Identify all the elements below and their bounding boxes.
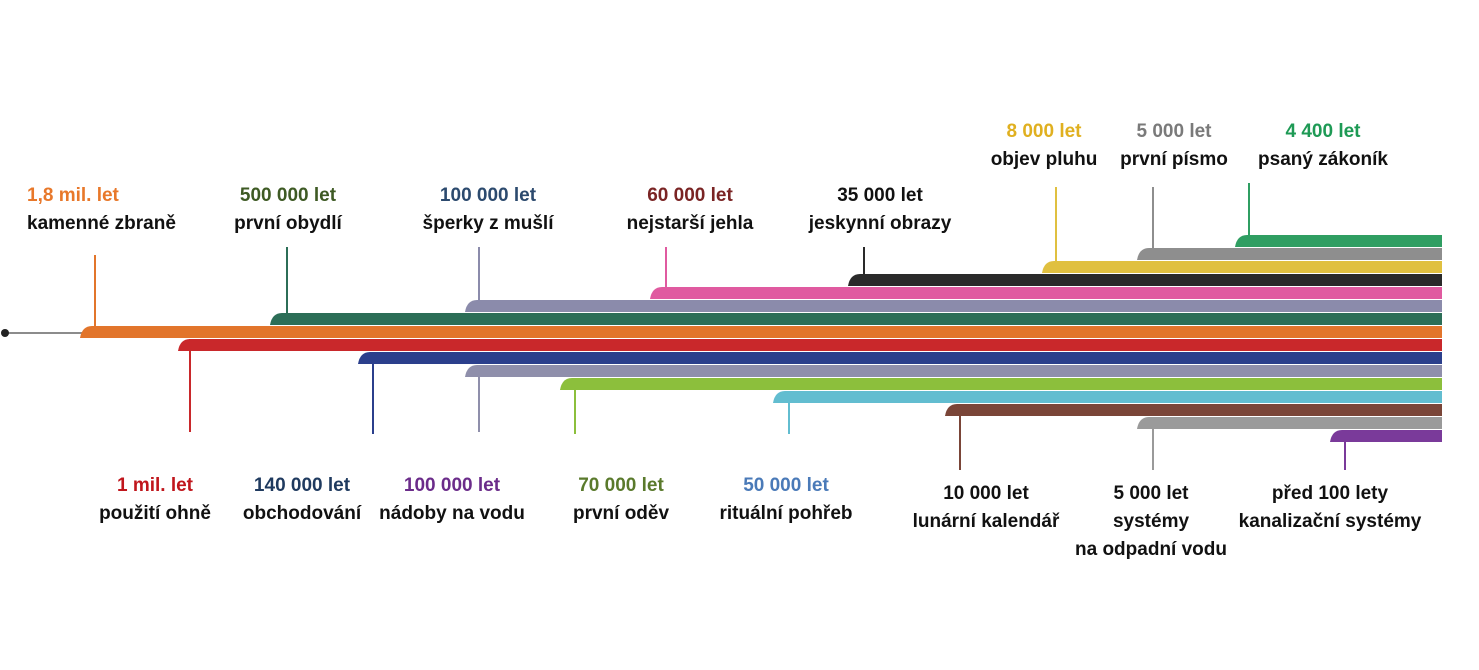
milestone-year: 1 mil. let — [116, 475, 194, 496]
band-m11 — [945, 404, 1442, 416]
milestone-label-m01: 1,8 mil. let kamenné zbraně — [27, 182, 176, 238]
milestone-label-m09: 35 000 let jeskynní obrazy — [809, 182, 952, 238]
band-m15 — [1235, 235, 1442, 247]
milestone-text: první oděv — [572, 503, 670, 524]
milestone-text: psaný zákoník — [1258, 149, 1388, 170]
milestone-text: nejstarší jehla — [626, 213, 754, 234]
band-m12 — [1042, 261, 1442, 273]
milestone-year: 8 000 let — [1006, 121, 1082, 142]
milestone-year: 1,8 mil. let — [27, 185, 119, 206]
milestone-text: kamenné zbraně — [27, 213, 176, 234]
band-m04 — [358, 352, 1442, 364]
milestone-text: lunární kalendář — [912, 511, 1060, 532]
milestone-text: rituální pohřeb — [719, 503, 853, 524]
band-m05 — [465, 300, 1442, 312]
band-m08 — [560, 378, 1442, 390]
milestone-label-m02: 1 mil. let použití ohně — [99, 472, 211, 528]
milestone-text: kanalizační systémy — [1238, 511, 1422, 532]
milestone-text: systémy — [1112, 511, 1190, 532]
milestone-year: 10 000 let — [943, 483, 1029, 504]
milestone-year: 5 000 let — [1136, 121, 1212, 142]
milestone-label-m13: 5 000 let první písmo — [1120, 118, 1228, 174]
milestone-label-m15: 4 400 let psaný zákoník — [1258, 118, 1388, 174]
milestone-text: šperky z mušlí — [422, 213, 554, 234]
milestone-year: 140 000 let — [253, 475, 351, 496]
milestone-label-m11: 10 000 let lunární kalendář — [913, 480, 1060, 536]
milestone-label-m14: 5 000 let systémy na odpadní vodu — [1075, 480, 1227, 564]
band-m02 — [178, 339, 1442, 351]
band-m07 — [650, 287, 1442, 299]
milestone-label-m16: před 100 lety kanalizační systémy — [1239, 480, 1422, 536]
milestone-year: 100 000 let — [403, 475, 501, 496]
milestone-year: 35 000 let — [837, 185, 923, 206]
band-m13 — [1137, 248, 1442, 260]
milestone-year: 4 400 let — [1285, 121, 1361, 142]
milestone-label-m08: 70 000 let první oděv — [573, 472, 669, 528]
milestone-label-m04: 140 000 let obchodování — [243, 472, 361, 528]
milestone-text: jeskynní obrazy — [808, 213, 952, 234]
milestone-text: použití ohně — [99, 503, 211, 524]
milestone-year: před 100 lety — [1271, 483, 1389, 504]
milestone-label-m05: 100 000 let šperky z mušlí — [423, 182, 554, 238]
milestone-year: 5 000 let — [1113, 483, 1189, 504]
milestone-text: objev pluhu — [990, 149, 1098, 170]
band-m03 — [270, 313, 1442, 325]
milestone-text: nádoby na vodu — [379, 503, 525, 524]
milestone-text: obchodování — [242, 503, 362, 524]
band-m06 — [465, 365, 1442, 377]
milestone-label-m03: 500 000 let první obydlí — [234, 182, 342, 238]
milestone-year: 50 000 let — [743, 475, 829, 496]
milestone-text: první obydlí — [234, 213, 342, 234]
milestone-text: první písmo — [1120, 149, 1228, 170]
band-m16 — [1330, 430, 1442, 442]
milestone-text-line2: na odpadní vodu — [1075, 539, 1227, 560]
milestone-label-m10: 50 000 let rituální pohřeb — [720, 472, 853, 528]
band-m01 — [80, 326, 1442, 338]
milestone-label-m12: 8 000 let objev pluhu — [991, 118, 1098, 174]
band-m09 — [848, 274, 1442, 286]
timeline-start-dot — [1, 329, 9, 337]
band-m14 — [1137, 417, 1442, 429]
milestone-label-m06: 100 000 let nádoby na vodu — [379, 472, 525, 528]
milestone-year: 500 000 let — [239, 185, 337, 206]
milestone-label-m07: 60 000 let nejstarší jehla — [627, 182, 754, 238]
milestone-year: 60 000 let — [647, 185, 733, 206]
band-m10 — [773, 391, 1442, 403]
milestone-year: 100 000 let — [439, 185, 537, 206]
milestone-year: 70 000 let — [578, 475, 664, 496]
